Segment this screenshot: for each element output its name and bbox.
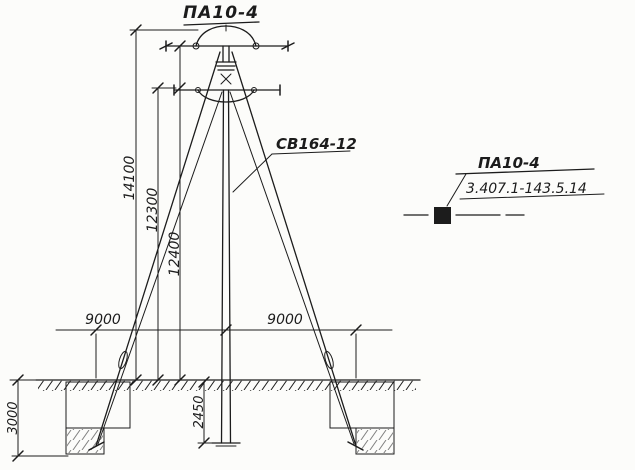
dimension-anchor-depth: 3000 <box>6 374 69 462</box>
legend-code-underline <box>459 193 605 200</box>
dim-label-12300: 12300 <box>145 188 161 233</box>
title-group: ПА10-4 <box>183 3 260 32</box>
dim-label-3000: 3000 <box>6 401 21 434</box>
drawing-title: ПА10-4 <box>183 3 259 23</box>
dimension-upper-traverse: 12400 <box>167 40 186 386</box>
dimension-pole-embedment: 2450 <box>192 376 217 449</box>
legend-leader-line <box>446 173 467 207</box>
ground <box>35 379 421 391</box>
turnbuckle-right <box>324 350 334 370</box>
pole-shaft <box>211 89 241 447</box>
dim-label-9000-left: 9000 <box>85 312 121 328</box>
lower-traverse <box>173 84 281 103</box>
turnbuckle-left <box>118 350 128 370</box>
upper-traverse <box>159 25 295 52</box>
dim-label-12400: 12400 <box>167 232 183 277</box>
legend-name-underline <box>455 168 595 175</box>
dimension-spans: 9000 9000 <box>55 312 393 379</box>
title-underline <box>183 21 260 26</box>
foundation-left <box>65 381 131 455</box>
ground-hatching <box>38 380 416 391</box>
pole-type-callout: СВ164-12 <box>232 135 357 193</box>
pole-type-leader-line <box>232 153 273 193</box>
legend-symbol-square <box>434 207 451 224</box>
legend-group: ПА10-4 3.407.1-143.5.14 <box>403 154 605 224</box>
legend-name: ПА10-4 <box>478 154 540 172</box>
legend-map-symbol <box>403 207 525 224</box>
dimension-lower-traverse: 12300 <box>145 82 177 386</box>
dimension-total-height: 14100 <box>122 24 199 386</box>
dim-label-14100: 14100 <box>122 156 138 201</box>
legend-code: 3.407.1-143.5.14 <box>466 181 587 197</box>
foundation-right <box>329 381 395 455</box>
guy-wire-left-inner <box>97 91 223 445</box>
dim-label-2450: 2450 <box>192 395 207 428</box>
pole-top-fitting <box>215 45 237 85</box>
dim-label-9000-right: 9000 <box>267 312 303 328</box>
pole-type-label: СВ164-12 <box>276 135 357 153</box>
